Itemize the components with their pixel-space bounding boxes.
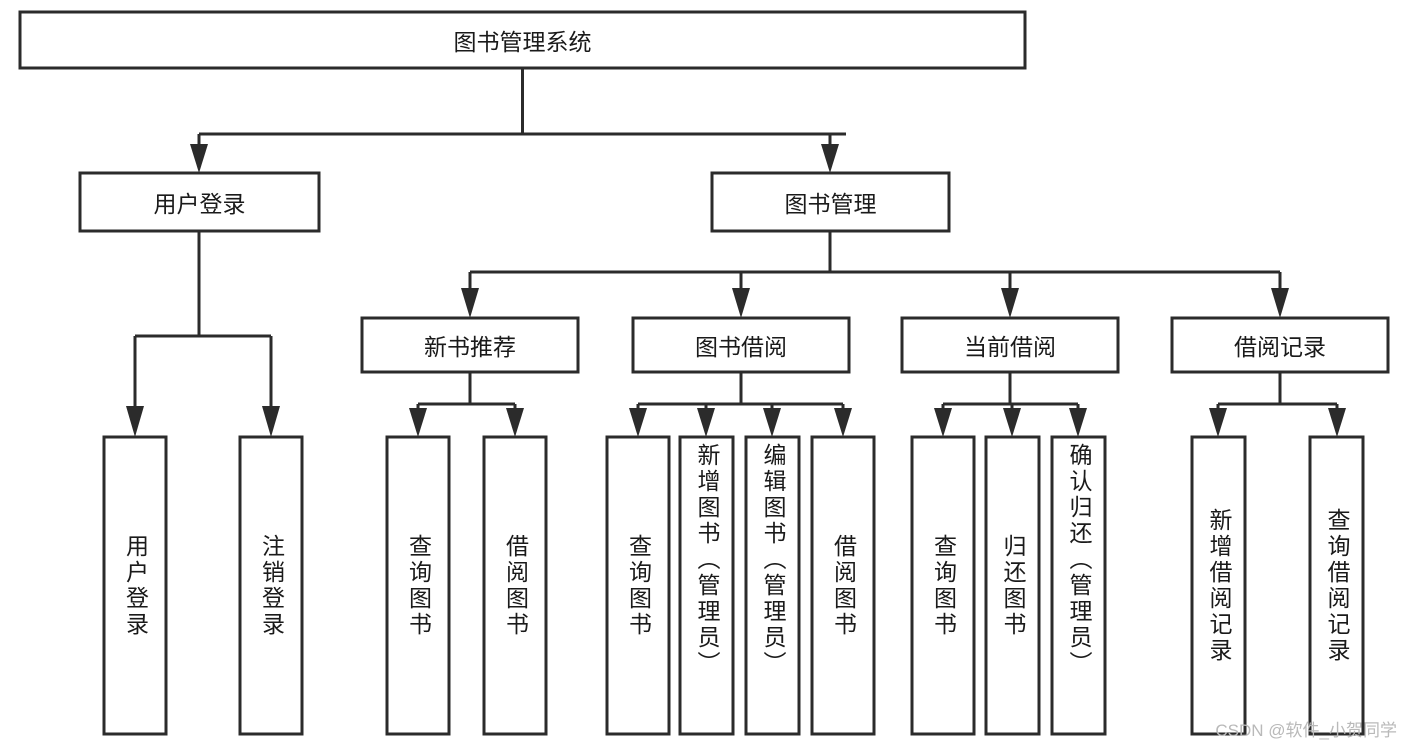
node-box-leaf-borrow-book[interactable]	[810, 435, 876, 736]
arrow-head-leaf-query-book-borrow	[629, 408, 647, 437]
node-box-book-management[interactable]	[710, 171, 951, 233]
connector-group-user-login-children	[126, 231, 280, 437]
node-box-borrow-record[interactable]	[1170, 316, 1390, 374]
arrow-head-current-borrow	[1001, 288, 1019, 318]
node-box-current-borrow[interactable]	[900, 316, 1120, 374]
arrow-head-book-borrow	[732, 288, 750, 318]
arrow-head-book-management	[821, 144, 839, 173]
node-box-leaf-edit-book-admin[interactable]	[744, 435, 801, 736]
node-box-user-login[interactable]	[78, 171, 321, 233]
csdn-watermark: CSDN @软件_小贺同学	[1215, 721, 1397, 740]
node-box-leaf-query-borrow-record[interactable]	[1308, 435, 1365, 736]
arrow-head-leaf-edit-book-admin	[763, 408, 781, 437]
arrow-head-user-login	[190, 144, 208, 173]
arrow-head-new-book-recommend	[461, 288, 479, 318]
connector-group-root-to-level2	[190, 68, 846, 173]
node-box-leaf-query-book-borrow[interactable]	[605, 435, 671, 736]
arrow-head-leaf-user-login	[126, 406, 144, 437]
node-box-leaf-user-login[interactable]	[102, 435, 168, 736]
arrow-head-leaf-add-book-admin	[697, 408, 715, 437]
connector-group-borrow-record-children	[1209, 372, 1346, 437]
node-box-book-borrow[interactable]	[631, 316, 851, 374]
arrow-head-leaf-query-book-current	[934, 408, 952, 437]
arrow-head-leaf-borrow-book	[834, 408, 852, 437]
node-box-leaf-add-borrow-record[interactable]	[1190, 435, 1247, 736]
connector-group-book-management-children	[461, 231, 1289, 318]
connector-group-book-borrow-children	[629, 372, 852, 437]
node-box-new-book-recommend[interactable]	[360, 316, 580, 374]
node-box-leaf-confirm-return-admin[interactable]	[1050, 435, 1107, 736]
node-box-leaf-borrow-book-recommend[interactable]	[482, 435, 548, 736]
node-box-leaf-query-book-current[interactable]	[910, 435, 976, 736]
node-box-leaf-add-book-admin[interactable]	[678, 435, 735, 736]
arrow-head-leaf-borrow-book-recommend	[506, 408, 524, 437]
node-box-leaf-query-book-recommend[interactable]	[385, 435, 451, 736]
connector-group-current-borrow-children	[934, 372, 1087, 437]
arrow-head-leaf-confirm-return-admin	[1069, 408, 1087, 437]
node-box-root[interactable]	[18, 10, 1027, 70]
node-box-leaf-return-book[interactable]	[984, 435, 1041, 736]
arrow-head-borrow-record	[1271, 288, 1289, 318]
arrow-head-leaf-query-book-recommend	[409, 408, 427, 437]
connector-group-new-book-recommend-children	[409, 372, 524, 437]
arrow-head-leaf-query-borrow-record	[1328, 408, 1346, 437]
arrow-head-leaf-add-borrow-record	[1209, 408, 1227, 437]
node-box-leaf-logout-login[interactable]	[238, 435, 304, 736]
arrow-head-leaf-return-book	[1003, 408, 1021, 437]
arrow-head-leaf-logout-login	[262, 406, 280, 437]
